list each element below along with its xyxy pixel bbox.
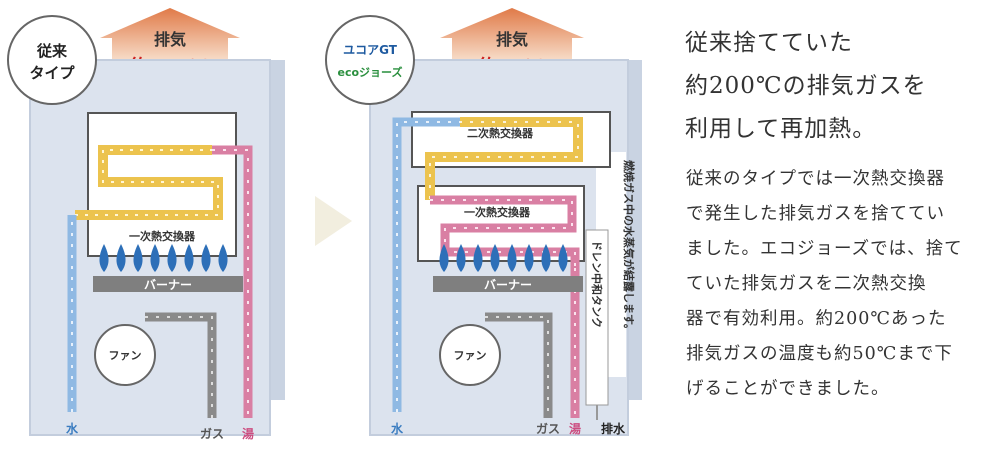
logo-line1: ユコアGT	[343, 43, 398, 57]
badge-line1: 従来	[36, 42, 68, 60]
exhaust-arrow-ecojozu	[440, 8, 584, 60]
burner-bar-ecojozu	[433, 276, 583, 292]
description-body: 従来のタイプでは一次熱交換器 で発生した排気ガスを捨ててい ました。エコジョーズ…	[686, 162, 998, 407]
gas-label-conventional: ガス	[200, 426, 224, 441]
burner-label-ecojozu: バーナー	[484, 278, 532, 292]
burner-bar-conventional	[93, 276, 243, 292]
fan-label-ecojozu: ファン	[454, 349, 487, 362]
transition-arrow	[315, 196, 352, 246]
headline-line: 約200℃の排気ガスを	[685, 73, 927, 99]
headline-line: 従来捨てていた	[685, 30, 853, 56]
drain-label: 排水	[601, 421, 626, 436]
description-panel: 従来捨てていた 約200℃の排気ガスを 利用して再加熱。 従来のタイプでは一次熱…	[680, 0, 1000, 453]
body-line: ていた排気ガスを二次熱交換	[686, 274, 927, 294]
burner-flames-conventional	[99, 244, 228, 272]
secondary-exchanger-label: 二次熱交換器	[467, 126, 534, 140]
condensation-note: 燃焼ガス中の水蒸気が結露します。	[622, 159, 636, 335]
water-label-conventional: 水	[66, 421, 79, 436]
burner-label-conventional: バーナー	[144, 278, 192, 292]
ecojozu-logo-badge	[325, 15, 415, 105]
body-line: げることができました。	[686, 379, 890, 399]
body-line: 排気ガスの温度も約50℃まで下	[686, 344, 953, 364]
badge-line2: タイプ	[29, 64, 75, 82]
body-line: ました。エコジョーズでは、捨て	[686, 239, 963, 259]
body-line: 器で有効利用。約200℃あった	[686, 309, 947, 329]
hot-water-label-conventional: 湯	[242, 426, 254, 441]
body-line: で発生した排気ガスを捨ててい	[686, 204, 945, 224]
exhaust-label-conventional: 排気	[154, 30, 186, 49]
water-label-ecojozu: 水	[391, 421, 404, 436]
headline-line: 利用して再加熱。	[685, 116, 877, 142]
fan-ecojozu	[439, 324, 501, 386]
fan-label-conventional: ファン	[109, 349, 142, 362]
conventional-diagram: 排気 約200℃ 一次熱交換器	[7, 8, 285, 441]
exhaust-arrow-conventional	[100, 8, 240, 60]
fan-conventional	[94, 324, 156, 386]
exhaust-label-ecojozu: 排気	[496, 30, 528, 49]
logo-line2: ecoジョーズ	[338, 65, 403, 79]
body-line: 従来のタイプでは一次熱交換器	[686, 169, 945, 189]
gas-pipe-ecojozu	[485, 312, 553, 418]
neutralizer-tank-label: ドレン中和タンク	[590, 240, 604, 328]
conventional-type-badge	[7, 15, 97, 105]
headline: 従来捨てていた 約200℃の排気ガスを 利用して再加熱。	[685, 22, 985, 151]
ecojozu-diagram: 排気 約50℃ 燃焼ガス中の水蒸気が結露します。 ドレン中和タンク 二次熱交換器…	[325, 8, 642, 436]
gas-label-ecojozu: ガス	[536, 421, 560, 436]
diagram-canvas: 排気 約200℃ 一次熱交換器	[7, 8, 642, 441]
hot-water-label-ecojozu: 湯	[569, 421, 581, 436]
primary-exchanger-label-ecojozu: 一次熱交換器	[464, 205, 531, 219]
burner-flames-ecojozu	[439, 244, 568, 272]
primary-exchanger-label-conventional: 一次熱交換器	[129, 229, 196, 243]
